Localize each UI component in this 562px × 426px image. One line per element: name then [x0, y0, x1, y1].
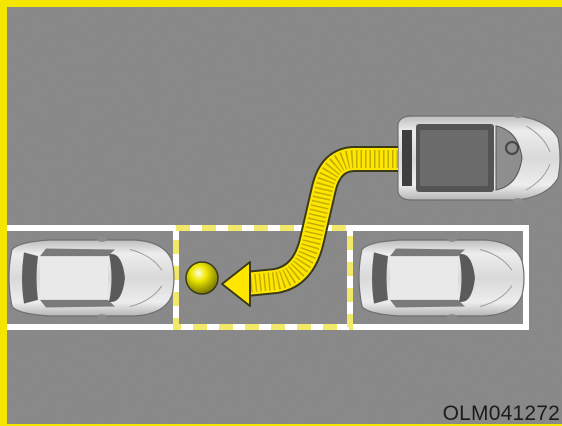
target-dot-icon: [186, 262, 218, 294]
figure-code: OLM041272: [443, 402, 560, 426]
parked-car-left: [9, 236, 174, 320]
moving-vehicle: [398, 112, 560, 204]
road-surface: [7, 7, 562, 424]
parked-car-right: [359, 236, 524, 320]
